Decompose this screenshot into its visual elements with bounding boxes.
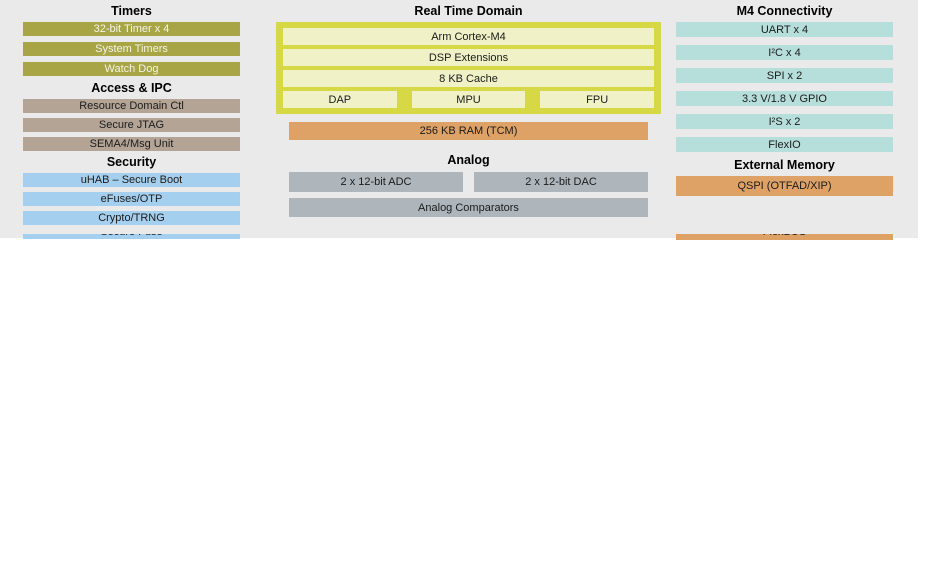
bottom-left-column: Timers 32-bit Timer x 4 System Timers Wa… (23, 0, 240, 225)
block-dap: DAP (283, 91, 397, 108)
block-m4-spi: SPI x 2 (676, 68, 893, 83)
block-fpu-m4: FPU (540, 91, 655, 108)
block-secure-jtag: Secure JTAG (23, 118, 240, 132)
m4-external-memory-title: External Memory (734, 158, 835, 172)
block-m4-flexio: FlexIO (676, 137, 893, 152)
access-ipc-title: Access & IPC (91, 81, 172, 95)
block-dac: 2 x 12-bit DAC (474, 172, 648, 192)
security-title-m4: Security (106, 155, 157, 169)
block-uhab-secure-boot: uHAB – Secure Boot (23, 173, 240, 187)
analog-title: Analog (447, 153, 490, 167)
real-time-domain-panel: Timers 32-bit Timer x 4 System Timers Wa… (0, 0, 918, 234)
block-8kb-cache: 8 KB Cache (283, 70, 654, 87)
block-mpu: MPU (411, 91, 526, 108)
block-cortex-m4: Arm Cortex-M4 (283, 28, 654, 45)
timers-title-m4: Timers (111, 4, 152, 18)
block-m4-watch-dog: Watch Dog (23, 62, 240, 76)
block-qspi: QSPI (OTFAD/XIP) (676, 176, 893, 196)
block-dsp-extensions: DSP Extensions (283, 49, 654, 66)
block-m4-uart: UART x 4 (676, 22, 893, 37)
block-adc: 2 x 12-bit ADC (289, 172, 463, 192)
block-tcm-ram: 256 KB RAM (TCM) (289, 122, 648, 140)
block-analog-comparators: Analog Comparators (289, 198, 648, 217)
block-m4-crypto-trng: Crypto/TRNG (23, 211, 240, 225)
block-m4-i2c: I²C x 4 (676, 45, 893, 60)
block-sema4-msg-unit: SEMA4/Msg Unit (23, 137, 240, 151)
adc-dac-row: 2 x 12-bit ADC 2 x 12-bit DAC (289, 172, 648, 192)
cortex-m4-cluster: Arm Cortex-M4 DSP Extensions 8 KB Cache … (276, 22, 661, 114)
bottom-middle-column: Real Time Domain Arm Cortex-M4 DSP Exten… (276, 0, 661, 217)
block-m4-system-timers: System Timers (23, 42, 240, 56)
real-time-domain-title: Real Time Domain (414, 4, 523, 18)
m4-connectivity-title: M4 Connectivity (736, 4, 833, 18)
block-m4-gpio: 3.3 V/1.8 V GPIO (676, 91, 893, 106)
block-efuses-otp: eFuses/OTP (23, 192, 240, 206)
block-resource-domain-ctl: Resource Domain Ctl (23, 99, 240, 113)
bottom-right-column: M4 Connectivity UART x 4 I²C x 4 SPI x 2… (676, 0, 893, 196)
block-m4-32bit-timer: 32-bit Timer x 4 (23, 22, 240, 36)
block-m4-i2s: I²S x 2 (676, 114, 893, 129)
